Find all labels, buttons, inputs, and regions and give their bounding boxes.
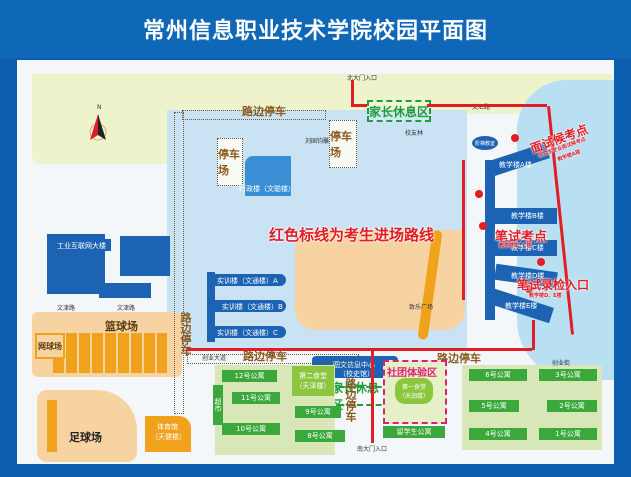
parent-rest-area-north: 家长休息区 xyxy=(367,100,431,122)
written-check-sub: 教学楼D、E楼 xyxy=(529,293,562,299)
north-roadside-parking xyxy=(182,110,326,120)
canteen-2-sub: （天泽楼） xyxy=(295,382,331,390)
route-line xyxy=(427,104,547,107)
teach-b-label: 教学楼B楼 xyxy=(511,212,544,220)
west-roadside-parking xyxy=(174,112,184,414)
roadside-parking-label-s: 路边停车 xyxy=(243,350,287,363)
route-line-south-gate xyxy=(371,348,374,443)
title-bar: 常州信息职业技术学院校园平面图 xyxy=(0,0,631,58)
teach-b xyxy=(495,208,557,224)
iiot-annex-2 xyxy=(99,283,151,298)
dorm-2: 2号公寓 xyxy=(547,400,597,412)
training-b xyxy=(210,300,286,312)
dorm-3: 3号公寓 xyxy=(539,369,597,381)
training-a-label: 实训楼（文通楼）A xyxy=(217,277,278,285)
training-c-label: 实训楼（文通楼）C xyxy=(217,329,278,337)
written-check-title: 笔试录检入口 xyxy=(517,278,590,292)
written-point-marker-2 xyxy=(479,222,487,230)
dorm-11: 11号公寓 xyxy=(232,392,280,404)
road-wenjin-2: 文津路 xyxy=(117,305,136,312)
compass-n: N xyxy=(97,104,102,111)
canteen-1-label: 第一食堂 xyxy=(401,384,426,391)
teach-a-label: 教学楼A楼 xyxy=(499,161,532,169)
roadside-parking-label-sw: 路边停车 xyxy=(344,378,357,422)
football-stand xyxy=(47,400,57,452)
dorm-10: 10号公寓 xyxy=(222,423,280,435)
iiot-annex xyxy=(120,236,170,276)
plaza-label: 致乐广场 xyxy=(409,304,434,311)
training-c xyxy=(210,326,286,338)
info-center-label: 图文信息中心 xyxy=(333,361,375,369)
forest-label: 校友林 xyxy=(405,130,424,137)
roadside-parking-label-w: 路边停车 xyxy=(179,312,192,356)
canteen-2-label: 第二食堂 xyxy=(299,372,327,380)
iiot-label: 工业互联网大楼 xyxy=(57,242,106,250)
route-line xyxy=(462,160,465,300)
written-point-marker xyxy=(475,190,483,198)
dorm-1: 1号公寓 xyxy=(539,428,597,440)
dorm-4: 4号公寓 xyxy=(469,428,527,440)
compass: N xyxy=(85,104,115,144)
teach-c-label: 教学楼C楼 xyxy=(511,244,544,252)
training-a xyxy=(210,274,286,286)
ladder-classroom xyxy=(472,136,498,150)
written-point-title: 笔试考点 xyxy=(495,230,548,245)
road-wenjin-1: 文津路 xyxy=(57,305,76,312)
gym xyxy=(145,416,191,452)
roadside-parking-label-n: 路边停车 xyxy=(242,105,286,118)
south-entrance-label: 南大门入口 xyxy=(357,446,388,453)
route-line xyxy=(351,80,354,106)
road-cy-label: 创业街 xyxy=(552,360,571,367)
campus-map: N 工业互联网大楼 文津路 文津路 篮球场 网球场 足球场 体育馆 （天健楼） … xyxy=(17,60,614,464)
training-spine xyxy=(207,272,215,342)
parent-rest-area-south: 家长休息区 xyxy=(329,381,391,412)
football-label: 足球场 xyxy=(69,431,102,444)
tennis-label: 网球场 xyxy=(35,333,65,359)
dorm-9: 9号公寓 xyxy=(295,406,341,418)
club-area-label: 社团体验区 xyxy=(387,368,437,379)
check-entrance-marker xyxy=(537,258,545,266)
dorm-8: 8号公寓 xyxy=(295,430,345,442)
page-title: 常州信息职业技术学院校园平面图 xyxy=(142,19,488,44)
iiot-label-bg xyxy=(53,239,111,251)
road-south-label: 创业大道 xyxy=(202,355,227,362)
teach-c xyxy=(495,240,557,256)
route-line xyxy=(532,320,535,350)
dorm-5: 5号公寓 xyxy=(469,400,519,412)
interview-point-marker xyxy=(511,134,519,142)
dorm-12: 12号公寓 xyxy=(222,370,277,382)
canteen-1-sub: （天润楼） xyxy=(398,393,429,400)
dorm-6: 6号公寓 xyxy=(469,369,527,381)
supermarket-west: 超市 xyxy=(213,385,223,425)
north-entrance-label: 北大门入口 xyxy=(347,75,378,82)
statue-label: 刘国钧雕像 xyxy=(305,138,336,145)
route-note: 红色标线为考生进场路线 xyxy=(269,226,435,244)
teach-spine xyxy=(485,160,495,320)
ladder-label: 阶梯教室 xyxy=(475,141,496,147)
canteen-1: 第一食堂 （天润楼） xyxy=(395,378,433,404)
check-entrance-marker-2 xyxy=(525,285,533,293)
canteen-2: 第二食堂 （天泽楼） xyxy=(292,366,334,396)
basketball-label: 篮球场 xyxy=(105,320,138,333)
north-arrow-icon xyxy=(89,114,107,141)
admin-label: 行政楼（文聪楼） xyxy=(239,185,295,193)
south-roadside-parking xyxy=(187,354,359,364)
road-east-label: 文汇路 xyxy=(472,104,491,111)
route-line xyxy=(351,104,367,107)
training-b-label: 实训楼（文通楼）B xyxy=(222,303,283,311)
roadside-parking-label-se: 路边停车 xyxy=(437,352,481,365)
history-label: （校史馆） xyxy=(339,370,374,378)
basketball-courts xyxy=(53,333,167,373)
teach-d-label: 教学楼D楼 xyxy=(511,272,545,280)
gym-label: 体育馆 xyxy=(157,423,178,431)
written-point-sub: 教学楼B、C楼 xyxy=(499,243,532,249)
teach-e-label: 教学楼E楼 xyxy=(505,302,538,310)
parking-lot-north: 停车场 xyxy=(329,120,357,168)
route-line-south xyxy=(187,348,532,351)
intl-dorm: 留学生公寓 xyxy=(383,426,445,438)
gym-label-2: （天健楼） xyxy=(151,433,186,441)
parking-lot-west: 停车场 xyxy=(217,138,243,186)
admin-building xyxy=(245,156,291,196)
